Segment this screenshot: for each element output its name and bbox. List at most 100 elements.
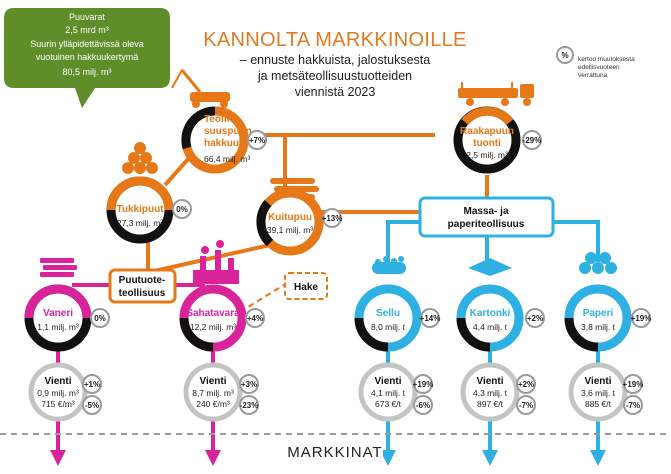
bubble-line-1: Puuvarat <box>69 12 106 22</box>
node-vaneri-name: Vaneri <box>43 308 73 319</box>
export-paperi-price: 885 €/t <box>585 399 612 409</box>
box-massa: Massa- ja paperiteollisuus <box>418 196 555 238</box>
factory-icon <box>193 240 239 284</box>
node-kuitupuu-change: +13% <box>322 214 343 223</box>
export-paperi-price-change: -7% <box>626 401 640 410</box>
legend-line-1: kertoo muutoksesta <box>578 56 635 63</box>
export-sellu-price: 673 €/t <box>375 399 402 409</box>
box-puutuote-line-2: teollisuus <box>119 288 166 299</box>
subtitle-line-2: ja metsäteollisuustuotteiden <box>257 69 412 83</box>
box-puutuote-line-1: Puutuote- <box>119 275 166 286</box>
node-kartonki-name: Kartonki <box>470 308 511 319</box>
log-pile-icon <box>122 142 158 174</box>
node-teollisuuspuu-change: +7% <box>249 136 265 145</box>
node-raakapuu: Raakapuun tuonti 2,5 milj. m³ -29% <box>453 106 542 174</box>
export-paperi-volume: 3,6 milj. t <box>581 388 616 398</box>
node-teollisuuspuu-name-3: hakkuut <box>204 138 243 149</box>
export-vaneri-price-change: -5% <box>85 401 99 410</box>
log-truck-icon <box>458 82 534 106</box>
legend-symbol: % <box>561 51 568 60</box>
line-massa-paperi <box>553 220 600 262</box>
crane-icon <box>171 69 230 108</box>
node-teollisuuspuu-name-1: Teolli- <box>204 114 233 125</box>
node-tukkipuut-value: 27,3 milj. m³ <box>117 218 163 228</box>
subtitle-line-3: viennistä 2023 <box>295 85 376 99</box>
node-kartonki: Kartonki 4,4 milj. t +2% <box>456 284 545 352</box>
cardboard-box-icon <box>468 258 512 276</box>
node-raakapuu-change: -29% <box>523 136 542 145</box>
plywood-stack-icon <box>40 258 77 277</box>
node-teollisuuspuu-value: 66,4 milj. m³ <box>204 154 250 164</box>
bubble-line-2: 2,5 mrd m³ <box>65 25 109 35</box>
export-vaneri-vol-change: +1% <box>84 380 100 389</box>
export-sahatavara-price-change: -23% <box>240 401 259 410</box>
export-kartonki-volume: 4,3 milj. t <box>473 388 508 398</box>
export-vaneri-label: Vienti <box>44 376 71 387</box>
node-kuitupuu: Kuitupuu 39,1 milj. m³ +13% <box>256 188 343 256</box>
node-sellu-value: 8,0 milj. t <box>371 322 406 332</box>
bubble-line-3: Suurin ylläpidettävissä oleva <box>30 39 144 49</box>
export-sellu-label: Vienti <box>374 376 401 387</box>
box-hake: Hake <box>284 272 328 300</box>
export-kartonki: Vienti 4,3 milj. t 897 €/t +2% -7% <box>460 362 536 422</box>
export-sahatavara-price: 240 €/m³ <box>196 399 230 409</box>
legend: % kertoo muutoksesta edellisvuoteen verr… <box>556 46 635 79</box>
markets-label: MARKKINAT <box>287 444 382 461</box>
node-paperi-change: +19% <box>631 314 652 323</box>
page-title: KANNOLTA MARKKINOILLE <box>203 29 466 51</box>
bubble-line-4: vuotuinen hakkuukertymä <box>36 52 139 62</box>
node-tukkipuut-name: Tukkipuut <box>116 204 164 215</box>
node-kartonki-value: 4,4 milj. t <box>473 322 508 332</box>
node-sellu-change: +14% <box>420 314 441 323</box>
export-sellu-vol-change: +19% <box>413 380 434 389</box>
export-kartonki-label: Vienti <box>476 376 503 387</box>
node-sahatavara-value: 12,2 milj. m³ <box>190 322 236 332</box>
node-raakapuu-name-2: tuonti <box>473 138 501 149</box>
node-vaneri: Vaneri 1,1 milj. m³ 0% <box>24 284 110 352</box>
node-sahatavara: Sahatavara 12,2 milj. m³ +4% <box>179 284 265 352</box>
export-kartonki-price-change: -7% <box>519 401 533 410</box>
export-vaneri-volume: 0,9 milj. m³ <box>37 388 79 398</box>
box-puutuote: Puutuote- teollisuus <box>108 268 177 304</box>
node-paperi-name: Paperi <box>583 308 614 319</box>
export-sahatavara-vol-change: +3% <box>241 380 257 389</box>
export-sellu-volume: 4,1 milj. t <box>371 388 406 398</box>
node-sahatavara-change: +4% <box>247 314 263 323</box>
export-kartonki-price: 897 €/t <box>477 399 504 409</box>
export-sahatavara-volume: 8,7 milj. m³ <box>192 388 234 398</box>
box-hake-label: Hake <box>294 282 318 293</box>
node-sellu-name: Sellu <box>376 308 400 319</box>
export-sellu-price-change: -6% <box>416 401 430 410</box>
node-paperi: Paperi 3,8 milj. t +19% <box>564 284 652 352</box>
node-sellu: Sellu 8,0 milj. t +14% <box>354 284 441 352</box>
export-sahatavara: Vienti 8,7 milj. m³ 240 €/m³ +3% -23% <box>183 362 259 422</box>
subtitle-line-1: – ennuste hakkuista, jalostuksesta <box>240 53 430 67</box>
export-vaneri-price: 715 €/m³ <box>41 399 75 409</box>
node-raakapuu-value: 2,5 milj. m³ <box>466 150 508 160</box>
line-massa-sellu <box>386 220 420 262</box>
node-raakapuu-name-1: Raakapuun <box>460 126 514 137</box>
export-paperi-label: Vienti <box>584 376 611 387</box>
node-tukkipuut-change: 0% <box>176 205 188 214</box>
export-sahatavara-label: Vienti <box>199 376 226 387</box>
line-hake <box>239 274 301 313</box>
node-kartonki-change: +2% <box>527 314 543 323</box>
box-massa-line-2: paperiteollisuus <box>448 219 525 230</box>
bubble-line-5: 80,5 milj. m³ <box>62 67 111 77</box>
node-tukkipuut: Tukkipuut 27,3 milj. m³ 0% <box>106 176 192 244</box>
paper-roll-icon <box>579 252 617 274</box>
export-vaneri: Vienti 0,9 milj. m³ 715 €/m³ +1% -5% <box>28 362 102 422</box>
node-vaneri-change: 0% <box>94 314 106 323</box>
pulp-bale-icon <box>372 256 406 274</box>
node-sahatavara-name: Sahatavara <box>186 308 240 319</box>
node-teollisuuspuu-name-2: suuspuun <box>204 126 252 137</box>
legend-line-3: verrattuna <box>578 72 608 79</box>
resource-bubble: Puuvarat 2,5 mrd m³ Suurin ylläpidettävi… <box>4 8 170 108</box>
node-kuitupuu-value: 39,1 milj. m³ <box>267 225 313 235</box>
node-kuitupuu-name: Kuitupuu <box>268 212 312 223</box>
export-sellu: Vienti 4,1 milj. t 673 €/t +19% -6% <box>358 362 434 422</box>
node-paperi-value: 3,8 milj. t <box>581 322 616 332</box>
node-teollisuuspuu: Teolli- suuspuun hakkuut 66,4 milj. m³ +… <box>181 106 267 174</box>
box-massa-line-1: Massa- ja <box>463 206 508 217</box>
